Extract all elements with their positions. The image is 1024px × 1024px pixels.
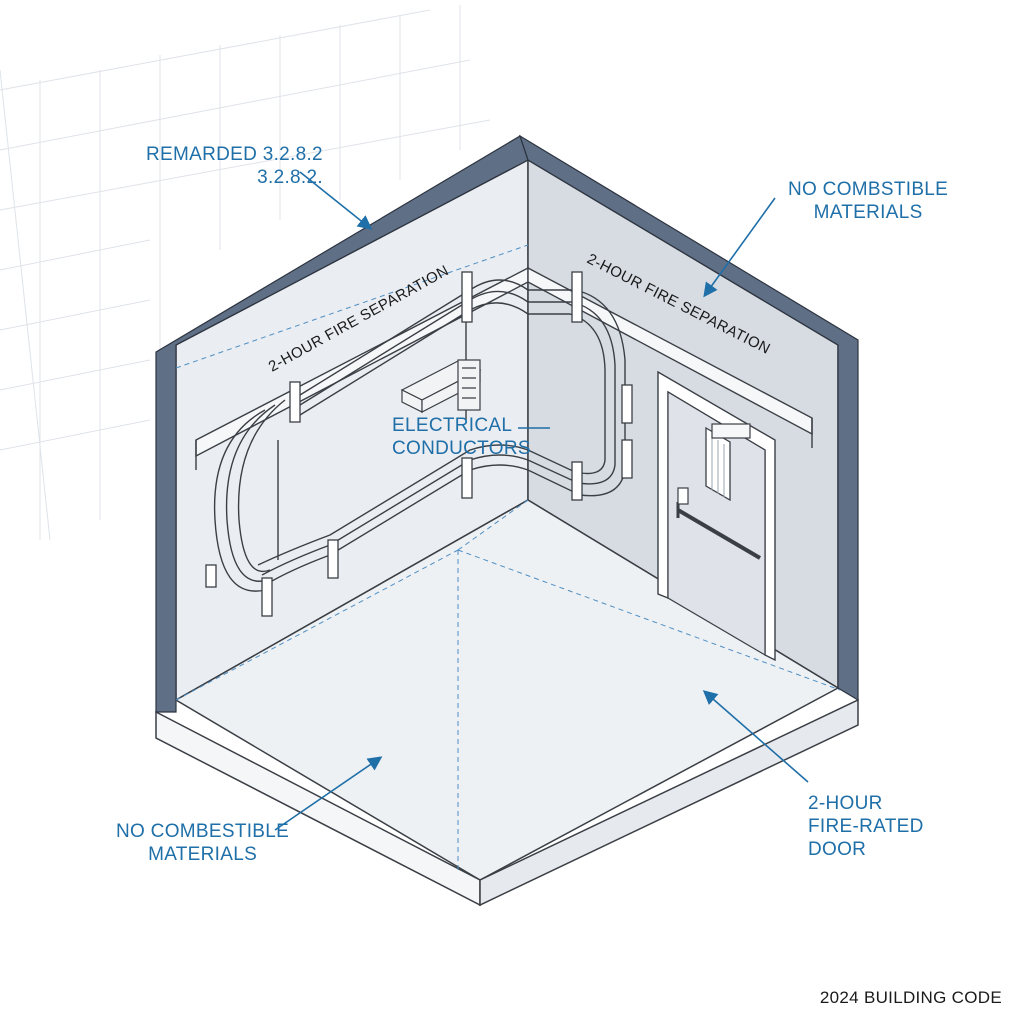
right-wall-thickness (518, 134, 859, 702)
callout-remarded-line1: REMARDED 3.2.8.2 (146, 144, 323, 165)
callout-fire-rated-door: 2-HOUR FIRE-RATED DOOR (808, 792, 924, 861)
door-panic-bar (676, 508, 762, 560)
arrow-remarded (299, 171, 373, 230)
callout-door-line3: DOOR (808, 839, 867, 860)
callout-remarded-line2: 3.2.8.2. (257, 167, 323, 188)
callout-remarded: REMARDED 3.2.8.2 3.2.8.2. (146, 143, 323, 189)
door-closer (711, 423, 751, 439)
callout-door-line2: FIRE-RATED (808, 816, 924, 837)
background-building-grid (0, 5, 491, 541)
conduit-straps (205, 271, 633, 617)
callout-no-combustible-bottom: NO COMBESTIBLE MATERIALS (116, 820, 289, 866)
junction-box (400, 359, 482, 413)
floor-slab-edge-right (479, 698, 859, 907)
arrow-no-comb-bottom (274, 756, 383, 831)
dashed-guides (175, 244, 841, 870)
callout-door-line1: 2-HOUR (808, 793, 883, 814)
callout-electrical-line2: CONDUCTORS (392, 438, 531, 459)
callout-no-comb-top-line1: NO COMBSTIBLE (788, 179, 949, 200)
footer-code-label: 2024 BUILDING CODE (819, 988, 1002, 1007)
callout-no-combustible-top: NO COMBSTIBLE MATERIALS (788, 178, 948, 224)
callout-no-comb-bottom-line1: NO COMBESTIBLE (116, 821, 290, 842)
fire-rated-door (657, 370, 776, 662)
leader-arrows (274, 171, 809, 831)
callout-no-comb-top-line2: MATERIALS (813, 202, 923, 223)
arrow-door (702, 690, 809, 783)
callout-no-comb-bottom-line2: MATERIALS (148, 844, 258, 865)
callout-electrical-line1: ELECTRICAL (392, 415, 513, 436)
arrow-no-comb-top (703, 197, 776, 298)
callout-electrical-conductors: ELECTRICAL CONDUCTORS (392, 414, 531, 460)
